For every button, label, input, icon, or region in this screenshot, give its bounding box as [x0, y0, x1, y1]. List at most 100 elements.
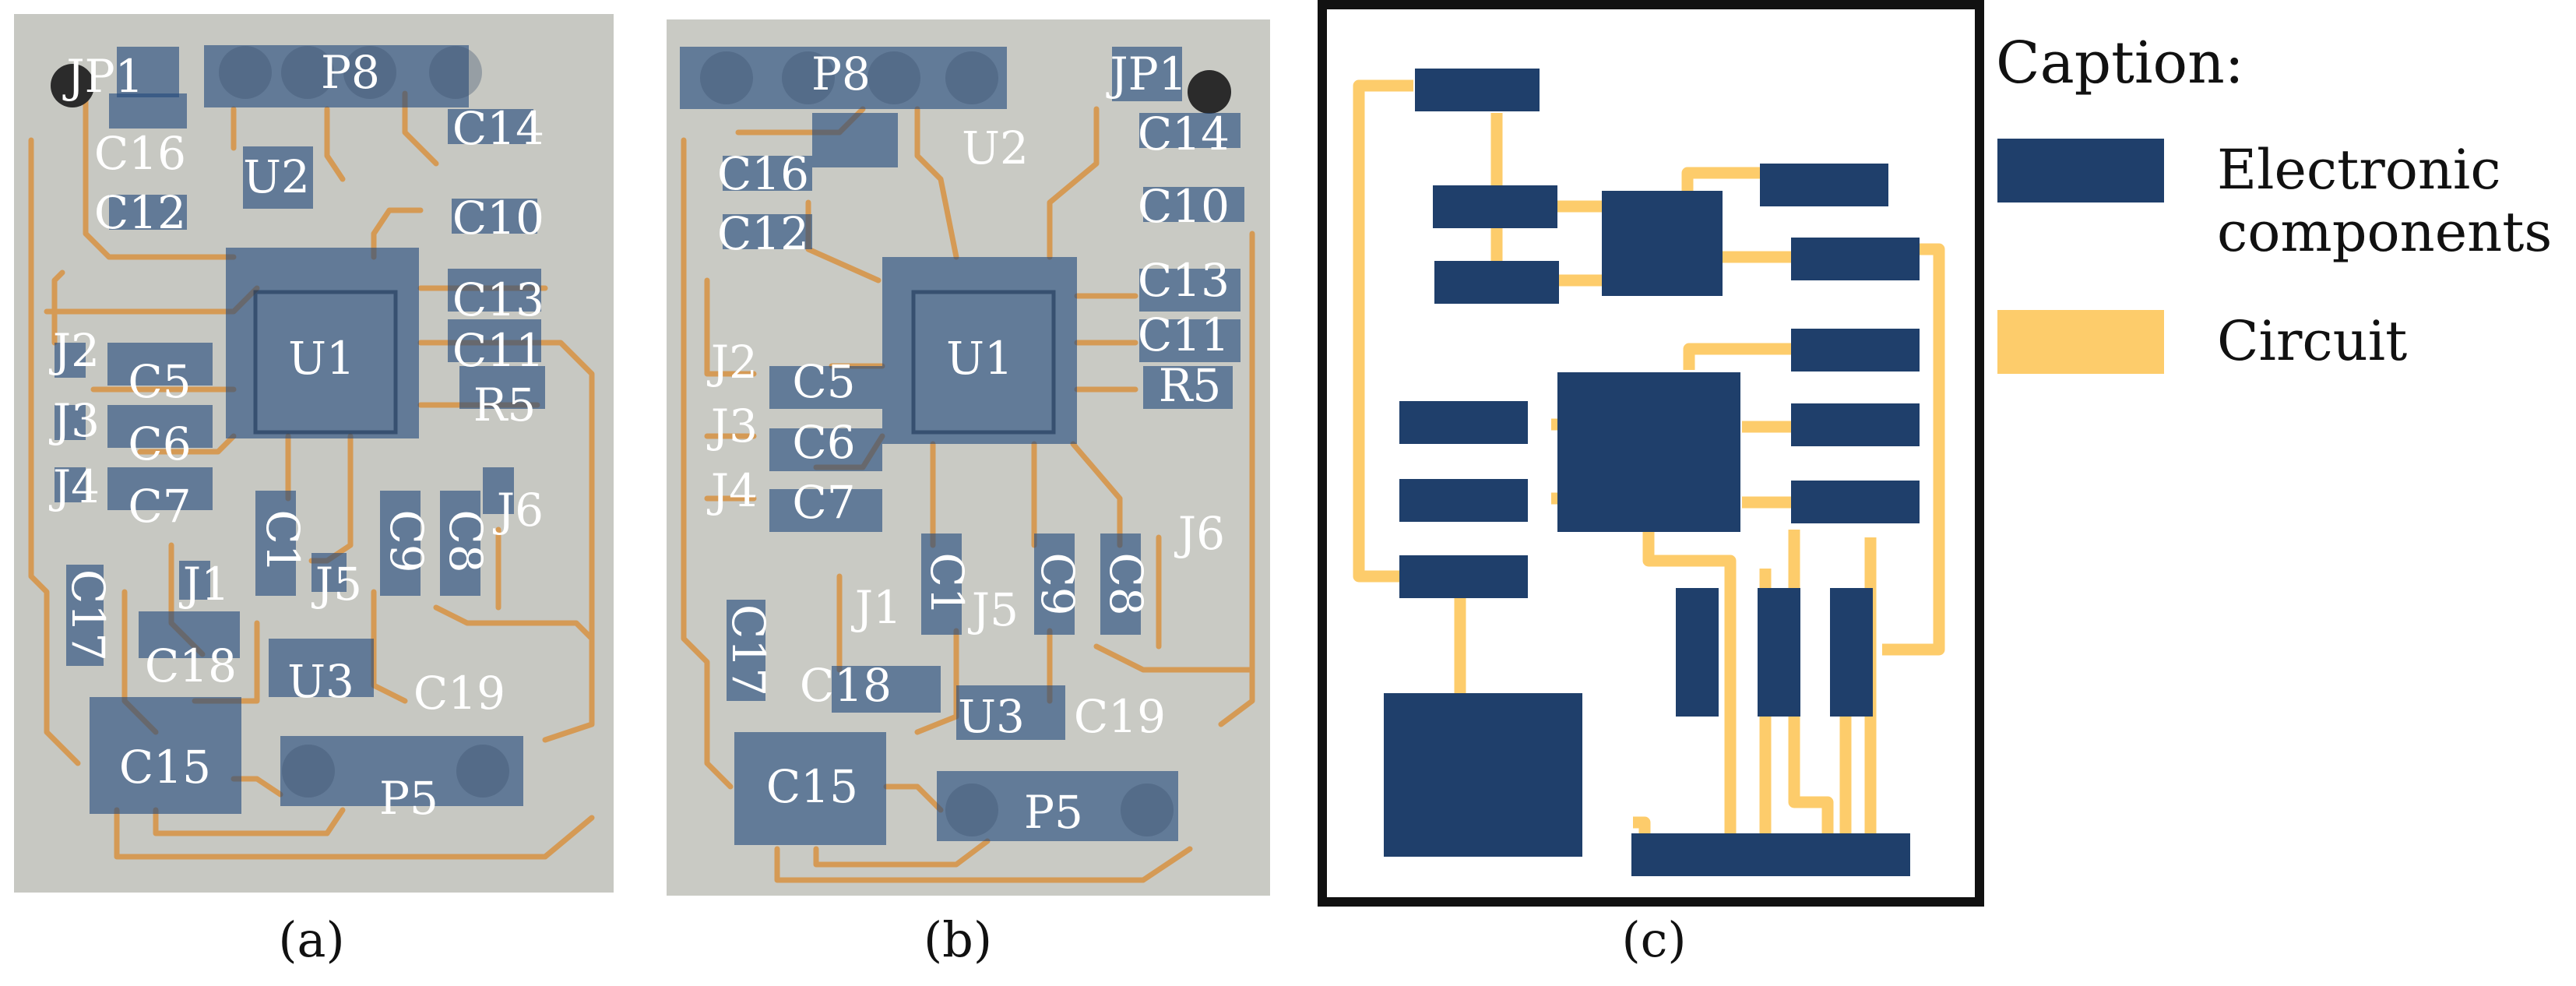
- component-label-c5: C5: [128, 355, 191, 408]
- copper-trace: [681, 137, 734, 790]
- connector-pin: [343, 46, 396, 99]
- component-label-p8: P8: [811, 48, 871, 100]
- component-overlay: [723, 156, 812, 191]
- component-label-j2: J2: [49, 324, 100, 377]
- copper-trace: [813, 838, 991, 868]
- legend-label-line: components: [2217, 200, 2553, 264]
- component-overlay: [55, 405, 86, 440]
- component-label-c9: C9: [1031, 552, 1084, 615]
- component-label-c13: C13: [1138, 254, 1230, 307]
- component-label-j4: J4: [707, 464, 758, 517]
- component-label-c14: C14: [452, 102, 544, 155]
- connector-pin: [219, 46, 272, 99]
- legend-label-circuit: Circuit: [2217, 309, 2408, 373]
- chip-outline: [253, 290, 398, 435]
- mounting-hole: [1188, 70, 1231, 114]
- component-label-c19: C19: [413, 667, 505, 720]
- component-label-j5: J5: [311, 558, 362, 611]
- component-overlay: [255, 491, 296, 596]
- component-label-j3: J3: [49, 394, 100, 447]
- component-label-r5: R5: [473, 379, 537, 431]
- component-overlay: [921, 533, 962, 635]
- copper-trace: [1070, 441, 1123, 548]
- circuit-trace: [1353, 79, 1427, 583]
- component-overlay: [769, 428, 882, 471]
- component-overlay: [448, 319, 541, 362]
- component-label-c13: C13: [452, 273, 544, 326]
- connector-pin: [282, 745, 335, 798]
- schematic-diagram: [1318, 0, 1984, 907]
- component-block: [1557, 372, 1740, 532]
- copper-trace: [114, 807, 595, 860]
- component-overlay: [452, 199, 537, 234]
- component-label-u1: U1: [288, 332, 355, 385]
- copper-trace: [324, 106, 346, 182]
- component-label-c5: C5: [792, 355, 855, 408]
- schematic-components: [1384, 69, 1920, 876]
- component-label-c12: C12: [717, 207, 809, 260]
- component-label-c15: C15: [119, 741, 211, 794]
- component-label-c6: C6: [128, 417, 191, 470]
- component-overlay: [243, 146, 313, 209]
- component-overlay: [280, 736, 523, 806]
- copper-trace: [914, 106, 959, 260]
- component-label-c10: C10: [1138, 180, 1230, 233]
- component-label-c14: C14: [1138, 107, 1230, 160]
- component-label-c11: C11: [452, 324, 544, 377]
- copper-trace: [883, 784, 944, 813]
- component-label-c16: C16: [717, 147, 809, 200]
- legend: Caption: Electronic components Circuit: [1990, 23, 2566, 413]
- component-block: [1676, 588, 1719, 717]
- component-label-j1: J1: [851, 581, 902, 634]
- component-label-j6: J6: [493, 484, 544, 537]
- component-label-r5: R5: [1159, 359, 1222, 412]
- connector-pin: [700, 51, 753, 104]
- legend-label-line: Electronic: [2217, 138, 2501, 202]
- copper-trace: [1093, 643, 1255, 673]
- component-label-u3: U3: [287, 655, 354, 708]
- connector-pin: [782, 51, 835, 104]
- connector-pin: [429, 46, 482, 99]
- component-label-j5: J5: [968, 583, 1019, 636]
- copper-trace: [28, 137, 81, 766]
- component-label-c1: C1: [256, 509, 309, 572]
- chip-outline: [911, 290, 1056, 435]
- component-label-c18: C18: [800, 659, 892, 712]
- mounting-hole: [51, 64, 94, 107]
- component-overlay: [769, 366, 882, 409]
- component-label-c11: C11: [1138, 308, 1230, 361]
- component-label-c8: C8: [439, 509, 492, 572]
- component-label-c6: C6: [792, 416, 855, 469]
- component-label-jp1: JP1: [1106, 48, 1187, 100]
- component-overlay: [812, 113, 898, 167]
- component-label-c12: C12: [94, 186, 186, 239]
- component-label-c7: C7: [128, 480, 191, 533]
- component-overlay: [1112, 47, 1182, 101]
- component-block: [1830, 588, 1873, 717]
- panel-c: (c): [1318, 0, 1984, 986]
- component-label-c1: C1: [920, 552, 973, 615]
- component-block: [1631, 833, 1910, 876]
- legend-swatch-circuit: [1997, 310, 2164, 374]
- connector-pin: [281, 46, 334, 99]
- component-label-c7: C7: [792, 476, 855, 529]
- component-label-j1: J1: [179, 558, 230, 611]
- connector-pin: [1121, 784, 1174, 836]
- component-label-u3: U3: [958, 690, 1025, 743]
- component-label-p5: P5: [1024, 786, 1083, 839]
- copper-trace: [433, 604, 595, 642]
- component-overlay: [734, 732, 886, 845]
- component-overlay: [90, 697, 241, 814]
- component-overlay: [727, 600, 765, 701]
- component-block: [1415, 69, 1540, 111]
- component-overlay: [107, 405, 213, 448]
- circuit-trace: [1683, 343, 1793, 370]
- connector-pin: [945, 51, 998, 104]
- panel-label-a: (a): [278, 911, 345, 968]
- component-block: [1602, 191, 1723, 296]
- component-label-j3: J3: [707, 400, 758, 453]
- component-label-c10: C10: [452, 192, 544, 245]
- panel-label-c: (c): [1621, 911, 1687, 968]
- component-overlay: [832, 666, 941, 713]
